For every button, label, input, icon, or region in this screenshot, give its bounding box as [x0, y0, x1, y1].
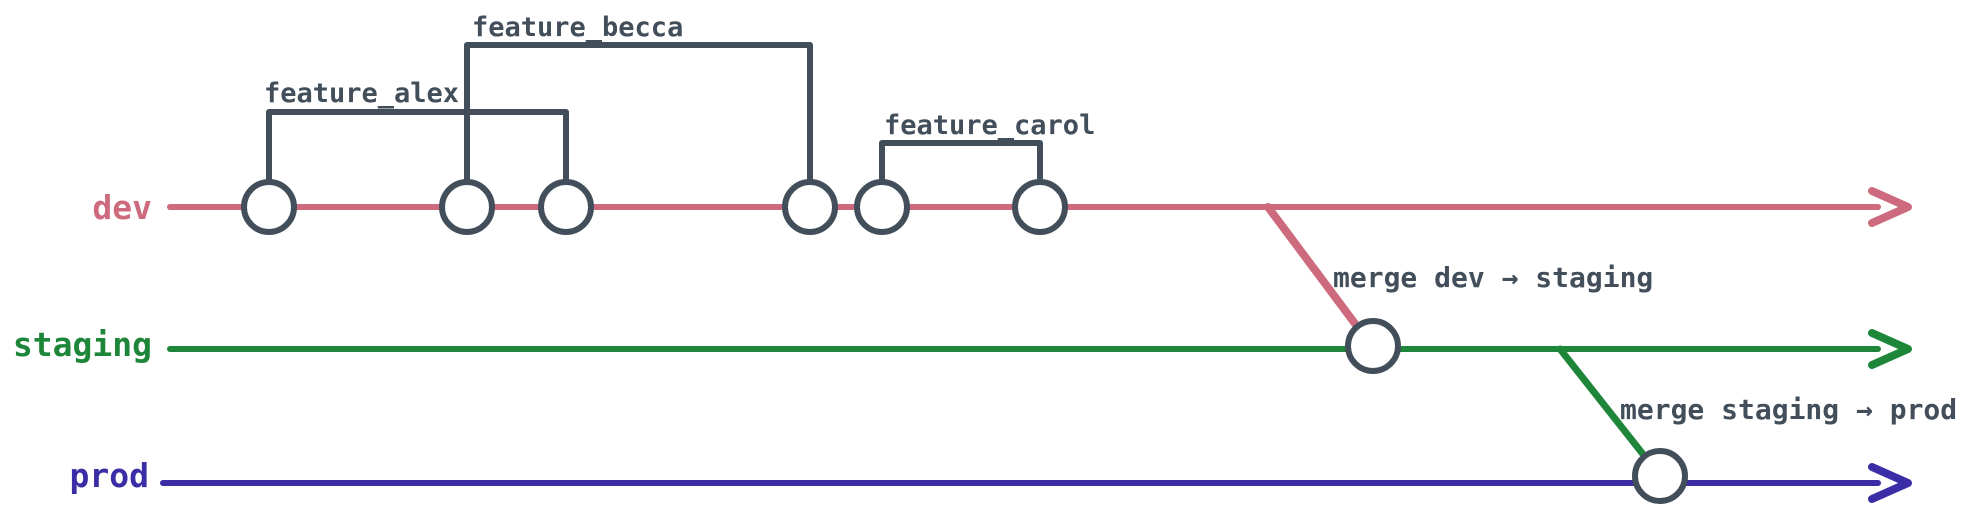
commit-node-dev-5: [854, 179, 910, 235]
merge-line-staging-to-prod: [1556, 345, 1650, 462]
commit-node-dev-4: [782, 179, 838, 235]
merge-commit-node-staging-to-prod: [1632, 448, 1688, 504]
commit-node-dev-6: [1012, 179, 1068, 235]
merge-commit-node-dev-to-staging: [1345, 318, 1401, 374]
commit-node-dev-1: [241, 179, 297, 235]
commit-node-dev-2: [439, 179, 495, 235]
branch-arrowhead-staging: [1868, 329, 1912, 369]
merge-line-dev-to-staging: [1264, 203, 1363, 333]
feature-bracket-carol: [879, 140, 1043, 187]
feature-bracket-becca: [464, 42, 813, 187]
feature-bracket-alex: [266, 109, 569, 187]
commit-node-dev-3: [538, 179, 594, 235]
branch-arrowhead-prod: [1868, 463, 1912, 503]
branch-arrowhead-dev: [1868, 187, 1912, 227]
